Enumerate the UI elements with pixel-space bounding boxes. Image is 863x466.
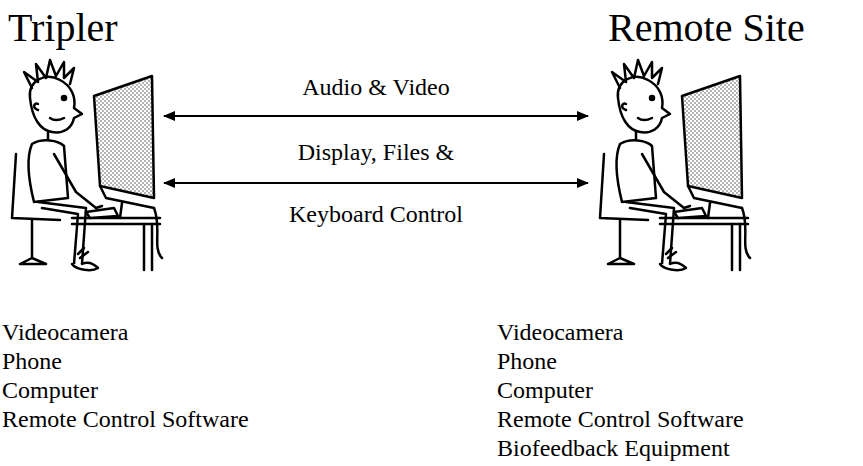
double-arrow xyxy=(164,115,588,117)
equipment-item: Videocamera xyxy=(497,318,623,347)
equipment-item: Remote Control Software xyxy=(2,405,249,434)
equipment-item: Phone xyxy=(497,347,557,376)
link-label: Display, Files & Keyboard Control xyxy=(276,121,476,245)
site-title: Tripler xyxy=(8,6,160,50)
equipment-item: Biofeedback Equipment xyxy=(497,434,730,463)
equipment-item: Videocamera xyxy=(2,318,128,347)
double-arrow xyxy=(164,182,588,184)
figure-group: Tripler xyxy=(4,6,160,274)
equipment-item: Computer xyxy=(2,376,98,405)
site-title: Remote Site xyxy=(608,6,860,50)
equipment-item: Computer xyxy=(497,376,593,405)
link-label: Audio & Video xyxy=(246,73,506,102)
equipment-item: Remote Control Software xyxy=(497,405,744,434)
figure-group: Remote Site xyxy=(586,6,860,274)
equipment-item: Phone xyxy=(2,347,62,376)
tripler-figure xyxy=(12,60,162,270)
remote-figure xyxy=(600,60,750,270)
